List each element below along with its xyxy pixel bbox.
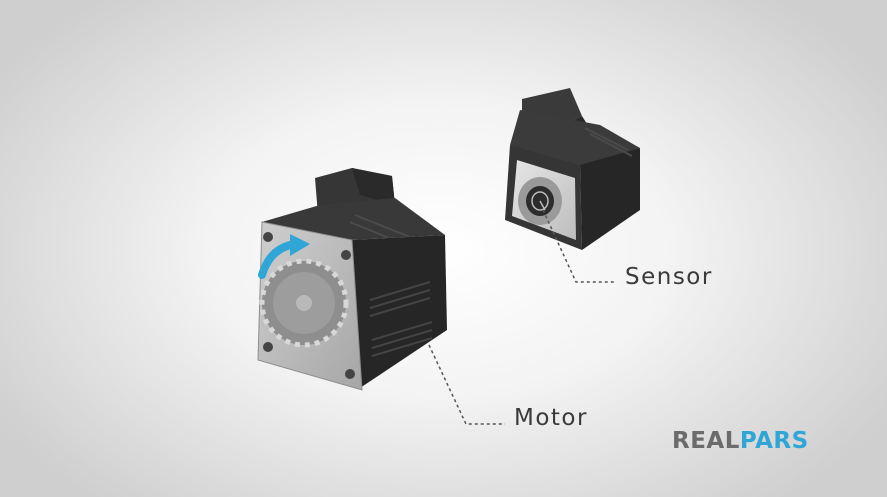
logo-part-real: REAL [672,428,740,454]
sensor-encoder [505,88,640,250]
motor-label: Motor [514,405,588,431]
realpars-logo: REALPARS [672,428,809,454]
logo-part-pars: PARS [739,428,809,454]
sensor-label: Sensor [625,264,713,290]
motor-leader-line [428,344,505,425]
motor [257,168,447,391]
sensor-leader-line [542,209,616,283]
